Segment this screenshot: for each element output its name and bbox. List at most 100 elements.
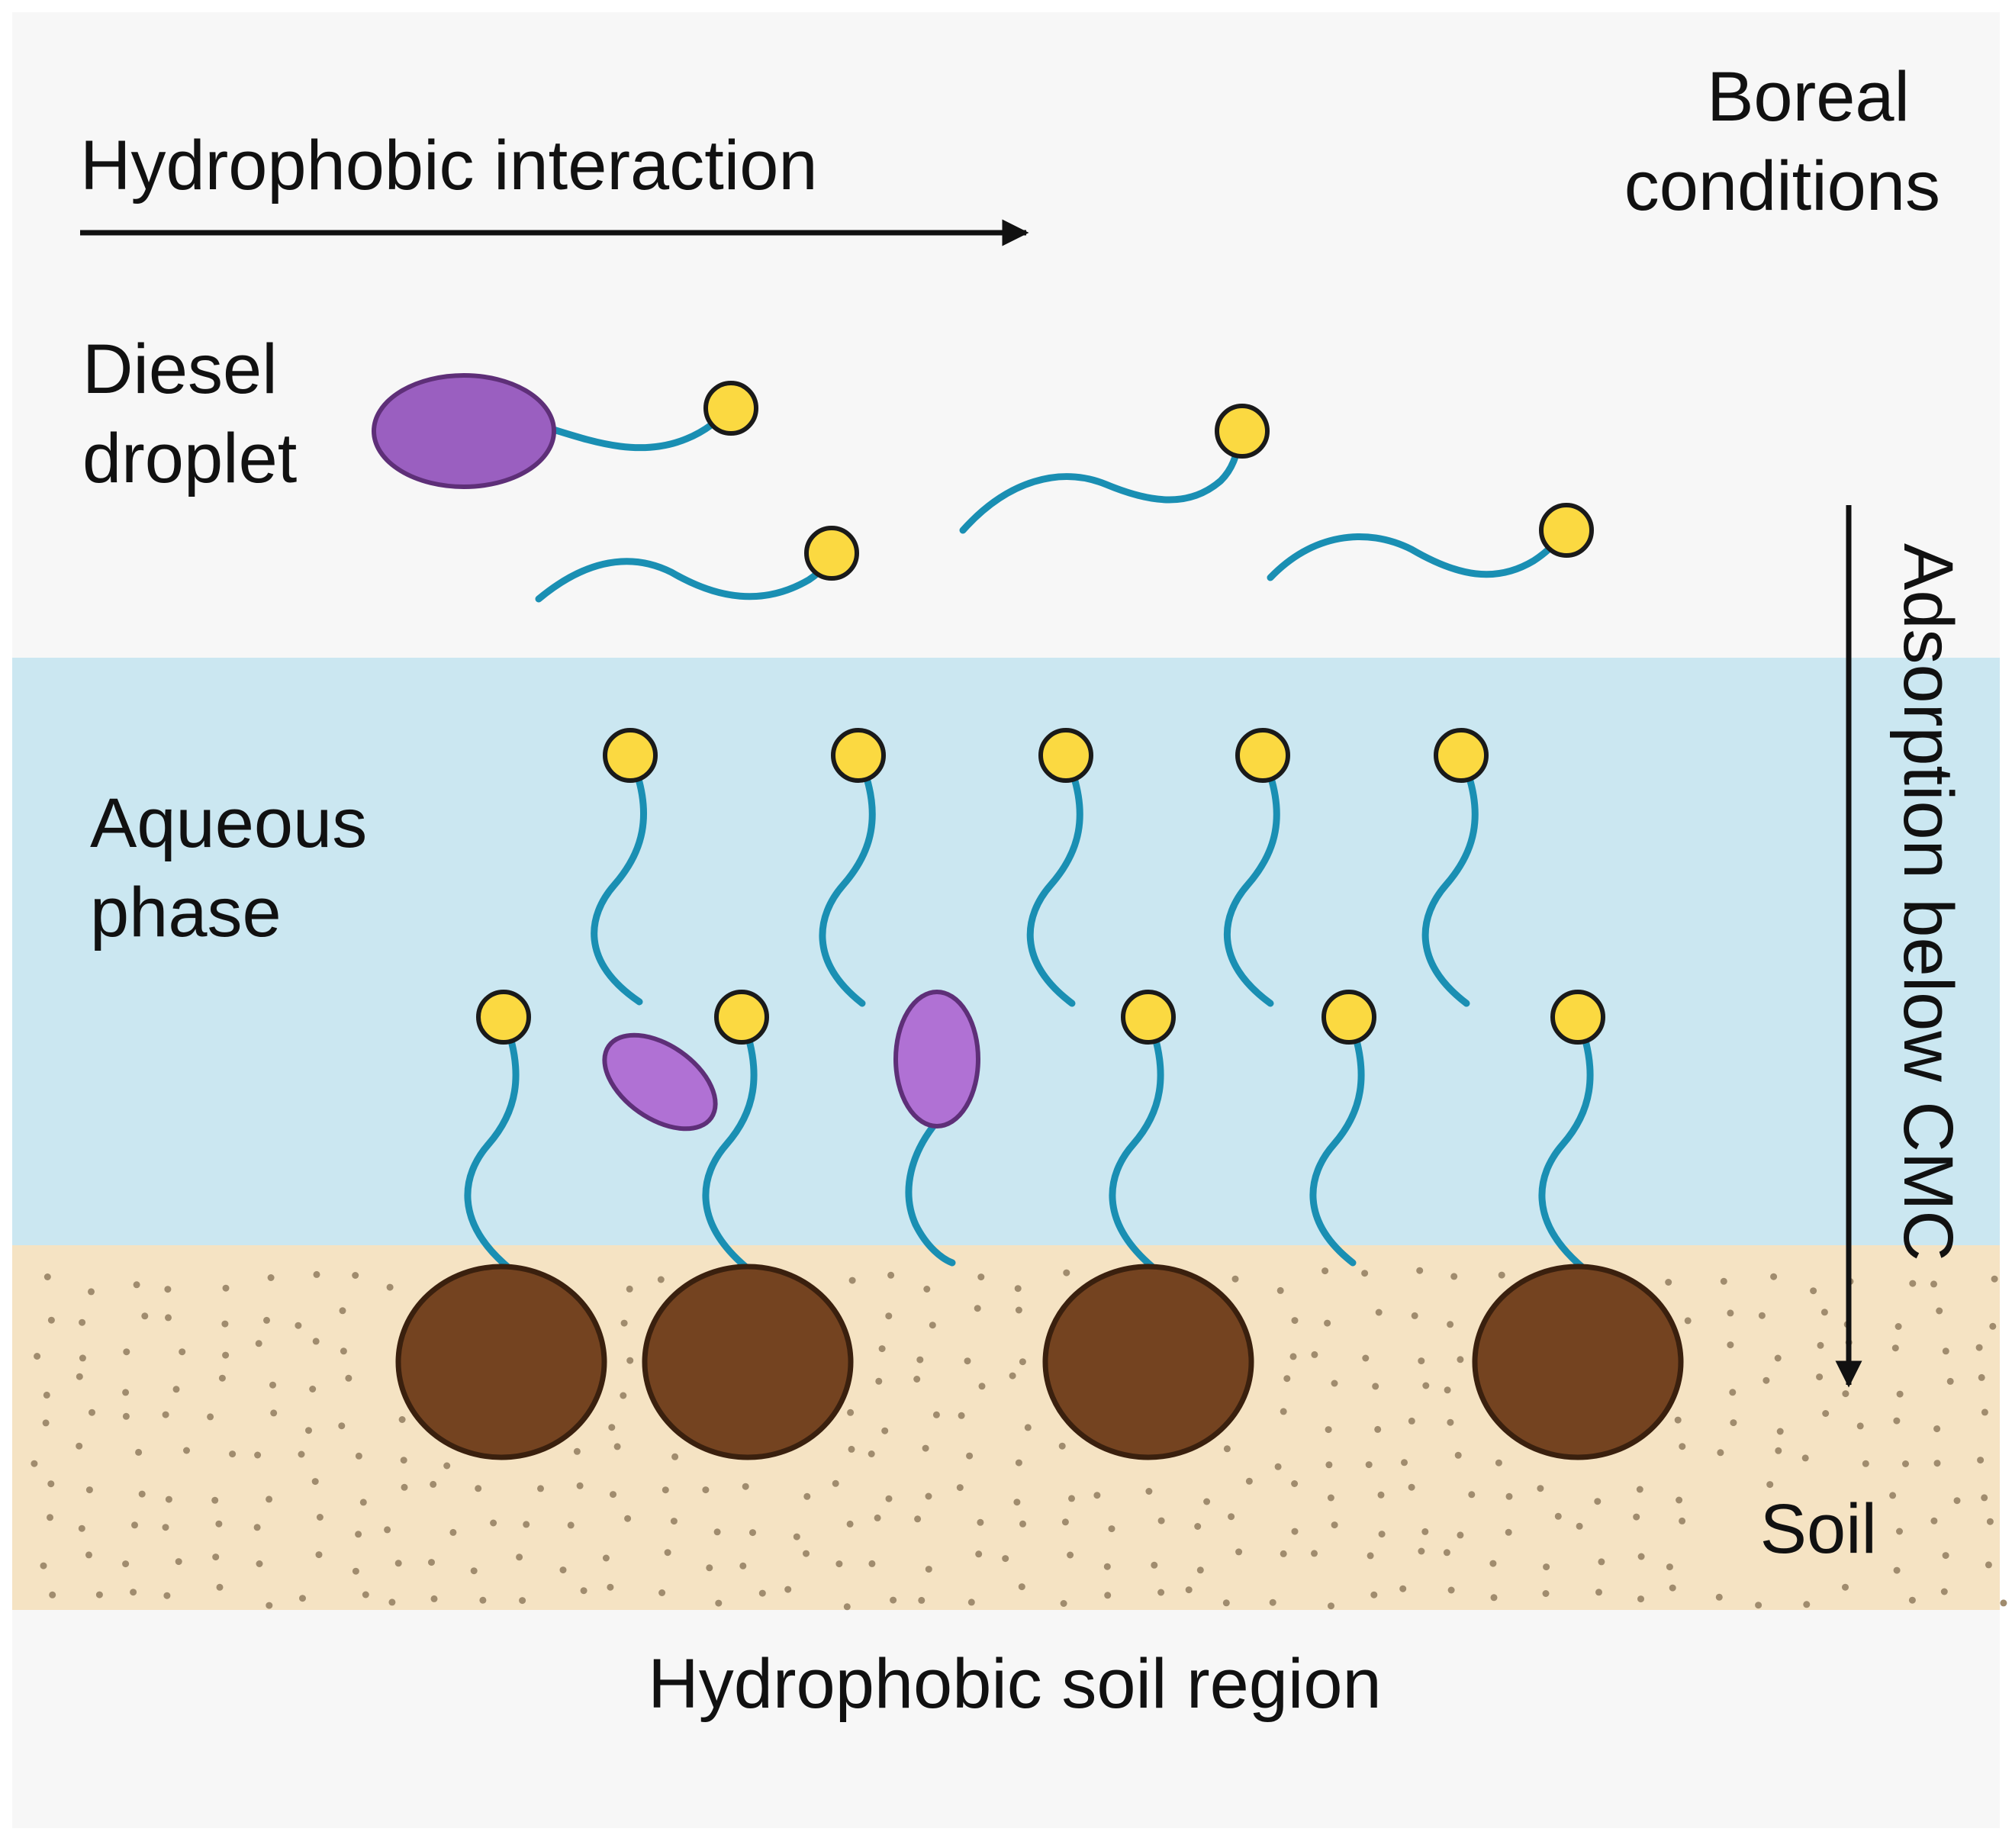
diesel-droplet-icon [372, 373, 556, 489]
surfactant-tail [1538, 1013, 1594, 1270]
soil-dot [749, 1529, 756, 1537]
soil-dot [713, 1528, 721, 1536]
soil-dot [1013, 1499, 1021, 1506]
soil-dot [31, 1460, 38, 1467]
soil-dot [608, 1424, 616, 1431]
soil-dot [1679, 1443, 1686, 1450]
surfactant-molecule-icon [1421, 728, 1489, 1007]
soil-dot [305, 1427, 312, 1434]
soil-dot [1774, 1354, 1782, 1362]
soil-dot [1576, 1522, 1583, 1530]
soil-dot [1457, 1531, 1464, 1539]
soil-dot [1816, 1373, 1824, 1381]
soil-dot [269, 1381, 276, 1389]
soil-dot [620, 1392, 627, 1399]
surfactant-head [804, 526, 859, 581]
soil-dot [1375, 1309, 1383, 1316]
soil-dot [1311, 1351, 1318, 1358]
soil-dot [49, 1591, 56, 1598]
soil-dot [1684, 1317, 1692, 1325]
soil-dot [1327, 1494, 1334, 1502]
surfactant-tail [1026, 752, 1083, 1007]
soil-dot [1989, 1322, 1997, 1330]
soil-dot [966, 1452, 974, 1460]
soil-dot [868, 1560, 876, 1567]
soil-dot [122, 1389, 130, 1396]
soil-dot [384, 1526, 391, 1534]
surfactant-molecule-icon [1109, 990, 1176, 1270]
surfactant-head [1434, 728, 1489, 783]
soil-dot [1637, 1553, 1645, 1560]
soil-dot [913, 1376, 921, 1383]
soil-dot [43, 1391, 50, 1399]
soil-dot [1856, 1422, 1864, 1430]
surfactant-tail [702, 1013, 758, 1270]
soil-dot [1679, 1517, 1686, 1524]
soil-dot [620, 1319, 628, 1327]
soil-dot [179, 1348, 186, 1356]
soil-dot [1447, 1321, 1454, 1328]
soil-dot [85, 1551, 92, 1559]
soil-dot [212, 1553, 220, 1561]
soil-dot [359, 1499, 367, 1506]
soil-dot [977, 1273, 985, 1281]
surfactant-tail [1267, 526, 1570, 581]
soil-dot [1331, 1521, 1338, 1529]
soil-dot [1908, 1596, 1916, 1604]
soil-dot [1817, 1341, 1824, 1349]
soil-dot [394, 1560, 402, 1567]
soil-dot [449, 1528, 457, 1536]
soil-dot [1598, 1558, 1605, 1566]
soil-dot [386, 1283, 394, 1291]
soil-dot [345, 1374, 353, 1382]
surfactant-tail [464, 1013, 520, 1270]
soil-dot [1822, 1410, 1830, 1417]
soil-dot [978, 1383, 986, 1390]
soil-dot [1093, 1492, 1101, 1499]
surfactant-molecule-icon [1223, 728, 1290, 1007]
soil-dot [702, 1486, 710, 1494]
soil-dot [355, 1531, 362, 1538]
soil-dot [658, 1589, 666, 1596]
soil-dot [1443, 1549, 1450, 1557]
soil-dot [1820, 1309, 1828, 1316]
soil-dot [162, 1411, 169, 1418]
soil-dot [847, 1409, 855, 1416]
soil-particle-icon [1042, 1264, 1254, 1460]
soil-dot [443, 1462, 451, 1470]
soil-dot [1228, 1513, 1235, 1521]
soil-dot [1235, 1548, 1243, 1556]
soil-dot [1365, 1461, 1373, 1469]
surfactant-head [1038, 728, 1093, 783]
soil-dot [175, 1558, 182, 1566]
soil-dot [1896, 1390, 1904, 1398]
soil-dot [537, 1485, 544, 1492]
soil-dot [298, 1450, 305, 1458]
soil-dot [1331, 1380, 1338, 1387]
soil-dot [1909, 1280, 1917, 1287]
soil-dot [2000, 1599, 2007, 1607]
surfactant-molecule-icon [591, 728, 658, 1006]
soil-dot [1231, 1275, 1239, 1283]
soil-dot [923, 1286, 931, 1293]
soil-dot [1060, 1600, 1067, 1607]
soil-dot [1289, 1353, 1297, 1360]
soil-dot [878, 1345, 886, 1353]
soil-dot [254, 1451, 262, 1459]
soil-dot [229, 1450, 237, 1458]
soil-dot [311, 1478, 319, 1486]
soil-dot [88, 1288, 95, 1296]
soil-dot [1418, 1547, 1425, 1555]
soil-dot [918, 1596, 926, 1604]
soil-dot [607, 1583, 614, 1591]
soil-dot [47, 1480, 55, 1488]
soil-dot [739, 1562, 747, 1570]
soil-dot [664, 1549, 671, 1557]
soil-dot [222, 1284, 230, 1292]
soil-dot [1891, 1344, 1899, 1352]
soil-dot [613, 1443, 621, 1450]
soil-dot [340, 1347, 347, 1355]
soil-dot [1894, 1323, 1902, 1330]
soil-dot [657, 1276, 665, 1283]
soil-dot [1457, 1356, 1464, 1363]
